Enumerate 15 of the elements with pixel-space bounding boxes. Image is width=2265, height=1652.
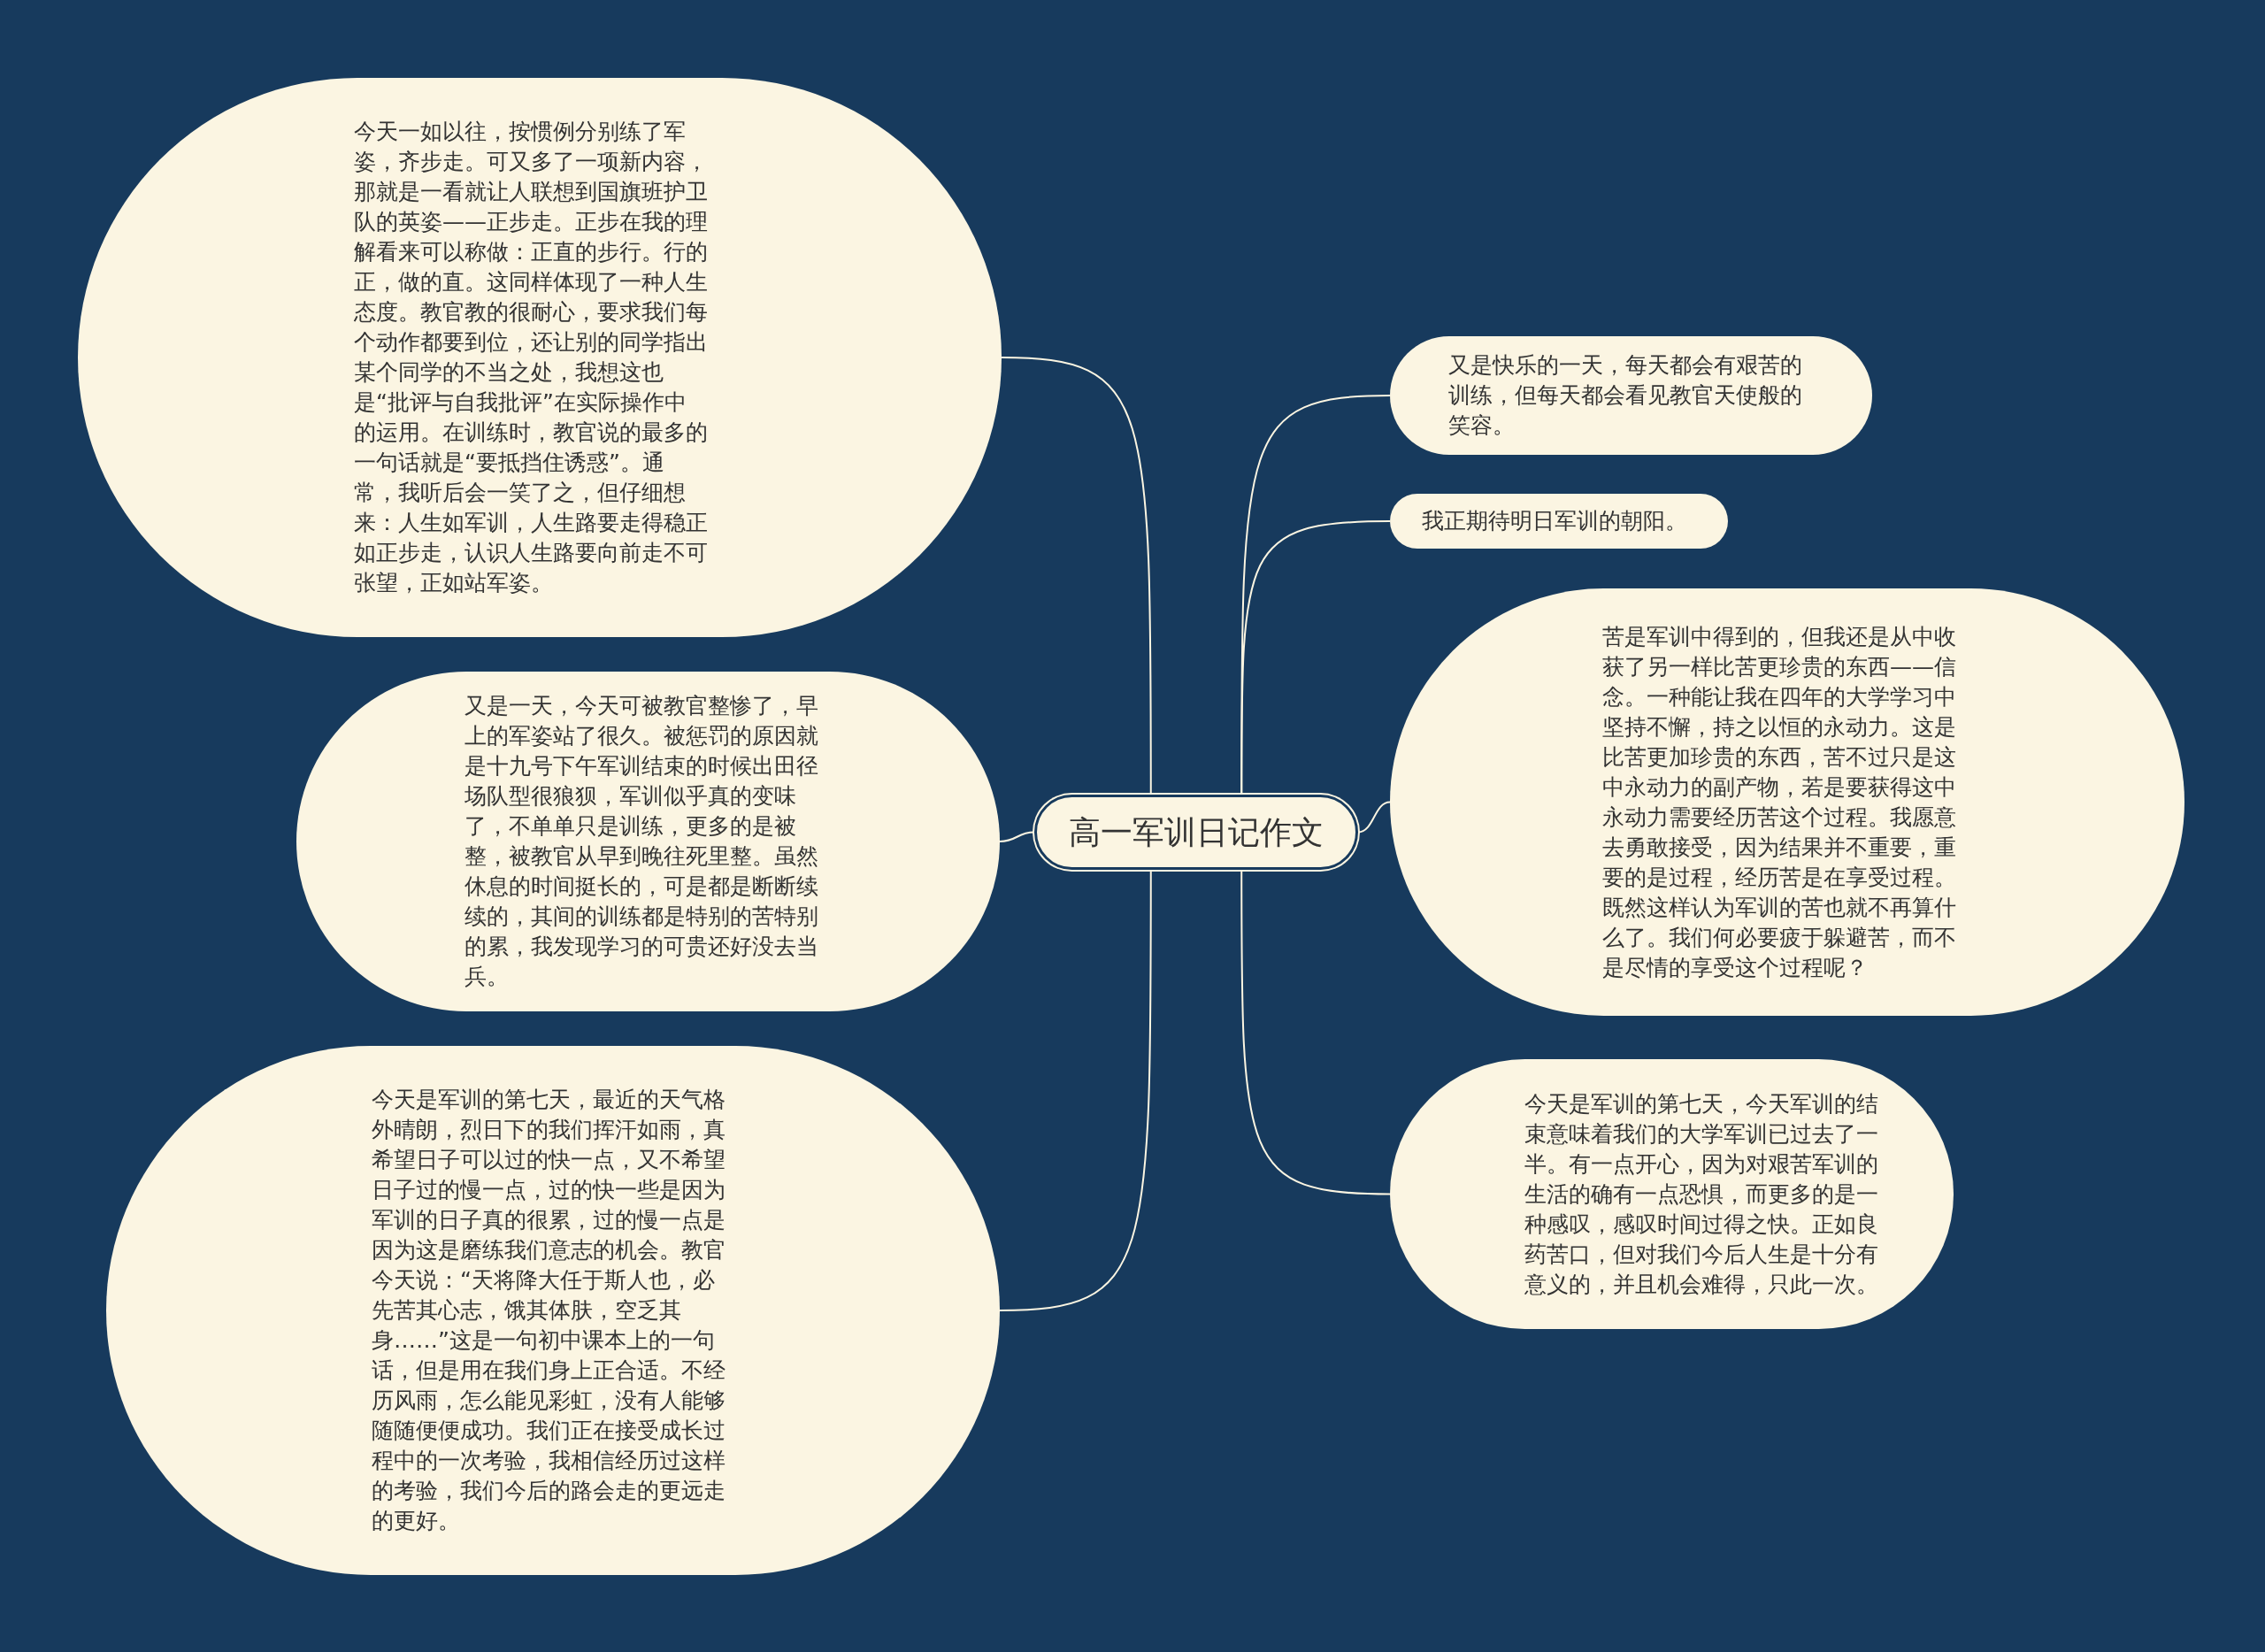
connector-line — [1240, 869, 1391, 1195]
topic-title: 高一军训日记作文 — [1068, 812, 1324, 852]
note-text: 又是快乐的一天，每天都会有艰苦的训练，但每天都会看见教官天使般的笑容。 — [1448, 351, 1803, 440]
note-text: 今天是军训的第七天，今天军训的结束意味着我们的大学军训已过去了一半。有一点开心，因为对艰苦军训的生活的确有一点恐惧，而更多的是一种感叹，感叹时间过得之快。正如良药苦口，但对我们今后人生是十分有意义的，并且机会难得，只此一次。 — [1524, 1089, 1879, 1299]
note-text: 今天一如以往，按惯例分别练了军姿，齐步走。可又多了一项新内容，那就是一看就让人联想到国旗班护卫队的英姿——正步走。正步在我的理解看来可以称做：正直的步行。行的正，做的直。这同样体现了一种人生态度。教官教的很耐心，要求我们每个动作都要到位，还让别的同学指出某个同学的不当之处，我想这也是“批评与自我批评”在实际操作中的运用。在训练时，教官说的最多的一句话就是“要抵挡住诱惑”。通常，我听后会一笑了之，但仔细想来：人生如军训，人生路要走得稳正如正步走，认识人生路要向前走不可张望，正如站军姿。 — [354, 118, 708, 597]
connector-line — [999, 831, 1035, 842]
topic-pill — [1034, 795, 1358, 870]
connector-line — [1001, 357, 1152, 795]
connector-line — [1357, 801, 1391, 834]
connector-line — [999, 869, 1152, 1311]
note-text: 我正期待明日军训的朝阳。 — [1422, 507, 1688, 535]
note-text: 今天是军训的第七天，最近的天气格外晴朗，烈日下的我们挥汗如雨，真希望日子可以过的快一点，又不希望日子过的慢一点，过的快一些是因为军训的日子真的很累，过的慢一点是因为这是磨练我们意志的机会。教官今天说：“天将降大任于斯人也，必先苦其心志，饿其体肤，空乏其身……”这是一句初中课本上的一句话，但是用在我们身上正合适。不经历风雨，怎么能见彩虹，没有人能够随随便便成功。我们正在接受成长过程中的一次考验，我相信经历过这样的考验，我们今后的路会走的更远走的更好。 — [372, 1086, 726, 1535]
connector-line — [1240, 520, 1391, 795]
note-text: 苦是军训中得到的，但我还是从中收获了另一样比苦更珍贵的东西——信念。一种能让我在四年的大学学习中坚持不懈，持之以恒的永动力。这是比苦更加珍贵的东西，苦不过只是这中永动力的副产物，若是要获得这中永动力需要经历苦这个过程。我愿意去勇敢接受，因为结果并不重要，重要的是过程，经历苦是在享受过程。既然这样认为军训的苦也就不再算什么了。我们何必要疲于躲避苦，而不是尽情的享受这个过程呢？ — [1602, 622, 1957, 982]
note-text: 又是一天，今天可被教官整惨了，早上的军姿站了很久。被惩罚的原因就是十九号下午军训结束的时候出田径场队型很狼狈，军训似乎真的变味了，不单单只是训练，更多的是被整，被教官从早到晚往死里整。虽然休息的时间挺长的，可是都是断断续续的，其间的训练都是特别的苦特别的累，我发现学习的可贵还好没去当兵。 — [465, 692, 818, 991]
